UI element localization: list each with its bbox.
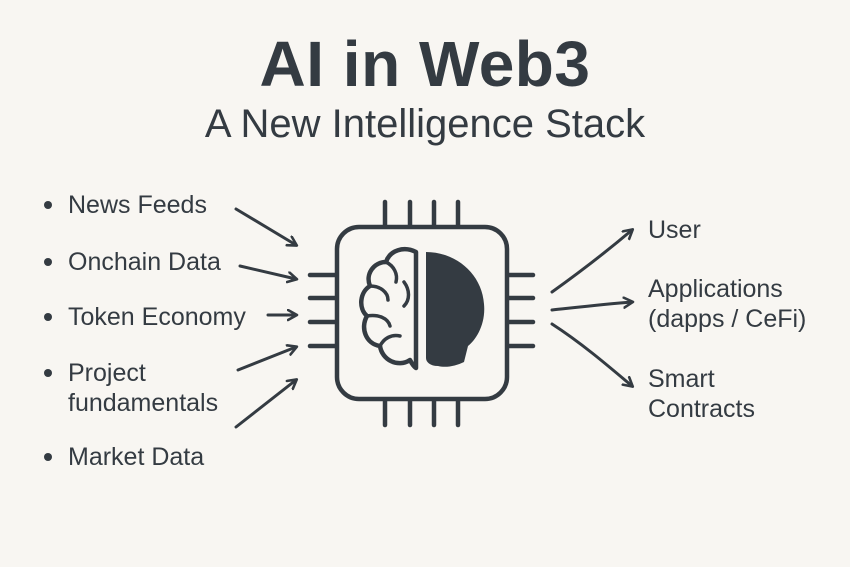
arrow-icon [550, 230, 632, 294]
output-list: User Applications (dapps / CeFi) Smart C… [648, 0, 848, 567]
bullet-icon [44, 369, 52, 377]
input-label-line1: Project [68, 359, 146, 387]
output-arrows [550, 230, 632, 386]
output-label-line2: (dapps / CeFi) [648, 305, 807, 333]
output-user: User [648, 215, 701, 245]
list-item-news-feeds: News Feeds [44, 190, 207, 220]
input-label: Onchain Data [68, 248, 221, 276]
input-label: Market Data [68, 443, 205, 471]
list-item-market-data: Market Data [44, 442, 204, 472]
output-label-line2: Contracts [648, 395, 755, 423]
list-item-project-fundamentals: Project fundamentals [44, 358, 218, 418]
bullet-icon [44, 313, 52, 321]
bullet-icon [44, 201, 52, 209]
list-item-onchain-data: Onchain Data [44, 247, 221, 277]
arrow-icon [550, 302, 632, 312]
input-label: Project fundamentals [68, 358, 218, 418]
page-subtitle: A New Intelligence Stack [204, 102, 646, 146]
output-label-line1: Smart [648, 365, 715, 393]
page-title: AI in Web3 [259, 28, 591, 100]
chip-brain-icon [307, 199, 536, 428]
input-label: News Feeds [68, 191, 207, 219]
input-label: Token Economy [68, 303, 246, 331]
brain-right-hemisphere [426, 252, 485, 367]
output-smart-contracts: Smart Contracts [648, 364, 755, 424]
output-applications: Applications (dapps / CeFi) [648, 274, 806, 334]
arrow-icon [550, 322, 632, 386]
output-label: User [648, 216, 701, 244]
bullet-icon [44, 453, 52, 461]
input-label-line2: fundamentals [68, 389, 219, 417]
input-list: News Feeds Onchain Data Token Economy Pr… [44, 0, 304, 567]
bullet-icon [44, 258, 52, 266]
list-item-token-economy: Token Economy [44, 302, 246, 332]
output-label-line1: Applications [648, 275, 783, 303]
